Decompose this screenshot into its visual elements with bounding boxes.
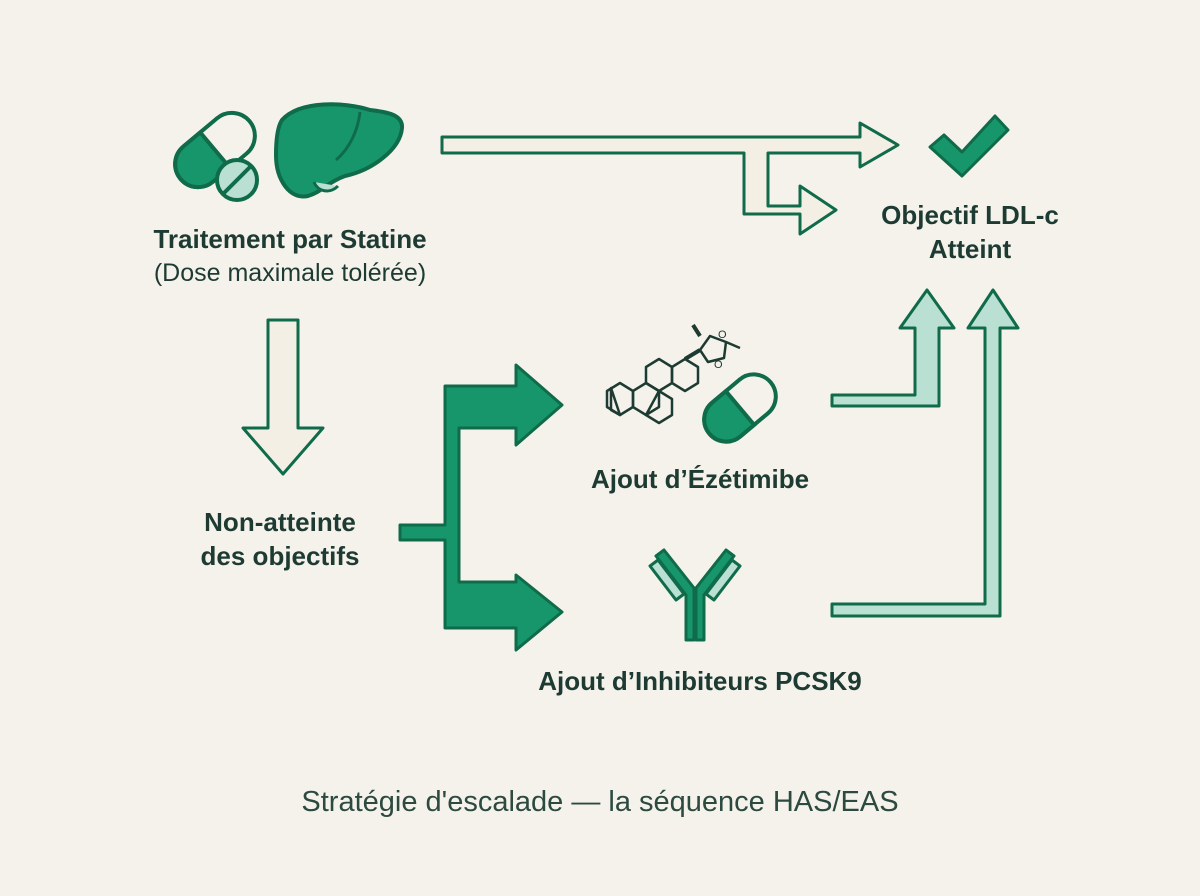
arrow-pcsk9-to-goal: [830, 288, 1020, 618]
liver-icon: [274, 102, 404, 199]
statin-title: Traitement par Statine: [153, 224, 427, 254]
arrow-ezetimibe-to-goal: [830, 288, 956, 408]
check-icon: [928, 114, 1010, 178]
ezetimibe-label: Ajout d’Ézétimibe: [590, 464, 810, 494]
statin-subtitle: (Dose maximale tolérée): [153, 259, 427, 287]
pcsk9-label: Ajout d’Inhibiteurs PCSK9: [538, 666, 862, 696]
molecule-icon: [605, 323, 741, 425]
not-reached-line2: des objectifs: [200, 541, 360, 571]
oxygen-label-2: O: [714, 359, 723, 371]
diagram-caption: Stratégie d'escalade — la séquence HAS/E…: [301, 786, 899, 818]
antibody-icon: [648, 548, 742, 642]
arrow-split-to-treatments: [398, 363, 564, 652]
goal-label-line1: Objectif LDL-c: [881, 200, 1059, 230]
arrow-down-to-not-reached: [241, 318, 325, 476]
arrow-statin-to-goal: [440, 121, 900, 236]
oxygen-label-1: O: [718, 329, 727, 341]
pill-icon: [173, 110, 259, 202]
goal-label-line2: Atteint: [928, 234, 1012, 264]
capsule-icon: [702, 372, 778, 444]
not-reached-line1: Non-atteinte: [204, 507, 356, 537]
